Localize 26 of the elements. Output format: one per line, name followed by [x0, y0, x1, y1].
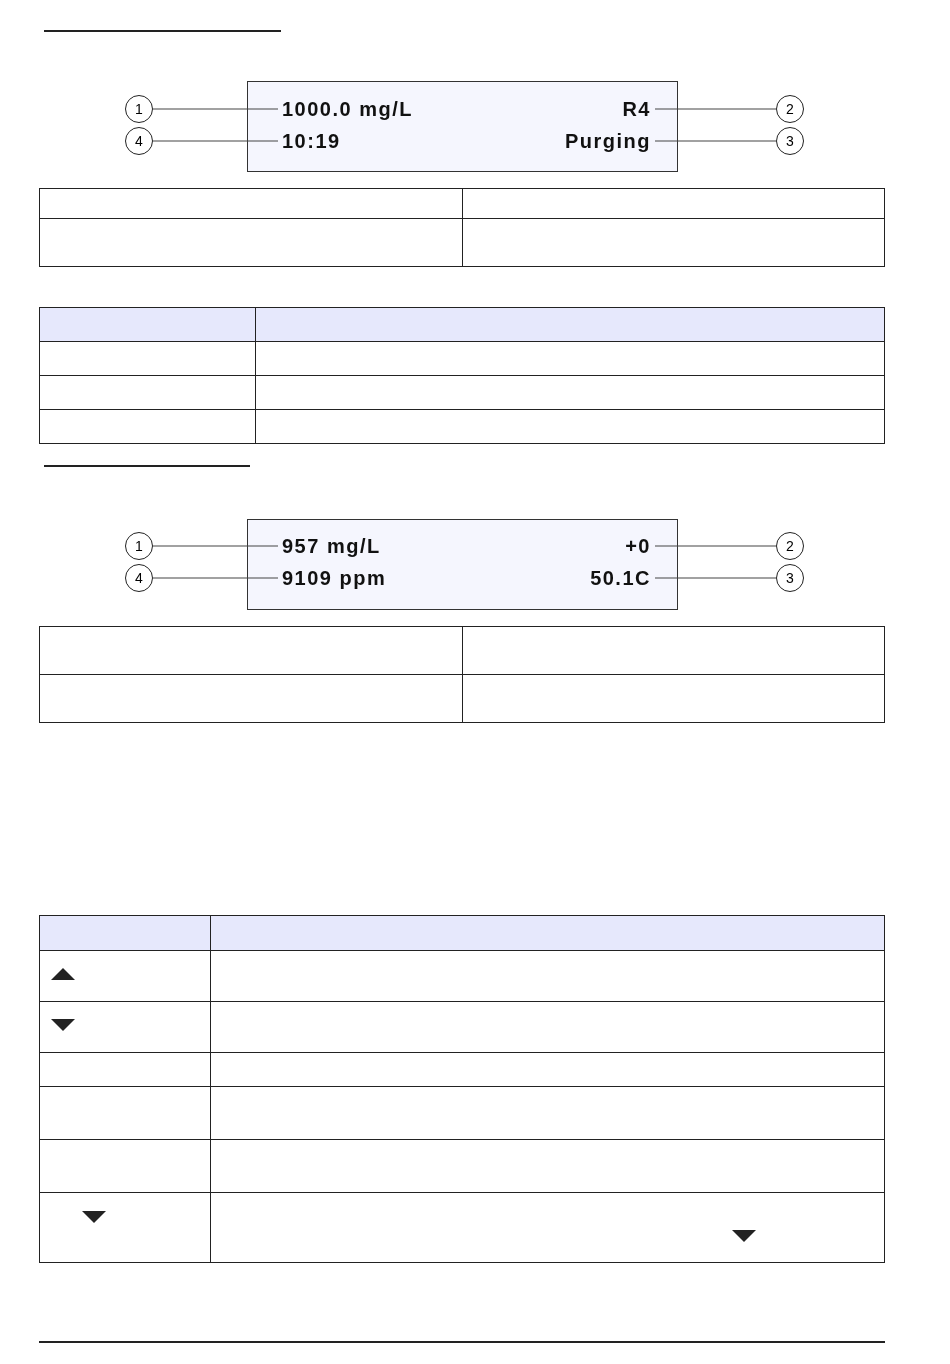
- leader-line: [152, 577, 279, 579]
- display-reading: 1000.0 mg/L: [282, 98, 413, 120]
- callout-number: 2: [776, 532, 804, 560]
- display-reading: +0: [625, 535, 651, 557]
- display-reading: 10:19: [282, 130, 341, 152]
- display-reading: 50.1C: [590, 567, 651, 589]
- callout-number: 3: [776, 127, 804, 155]
- leader-line: [152, 140, 279, 142]
- callout-number: 1: [125, 532, 153, 560]
- leader-line: [654, 577, 777, 579]
- callout-number: 1: [125, 95, 153, 123]
- display-reading: Purging: [564, 130, 651, 152]
- leader-line: [654, 108, 777, 110]
- callout-number: 3: [776, 564, 804, 592]
- leader-line: [152, 108, 279, 110]
- leader-line: [654, 545, 777, 547]
- display-screen: [247, 81, 678, 172]
- display-reading: 957 mg/L: [282, 535, 381, 557]
- display-reading: R4: [622, 98, 651, 120]
- display-reading: 9109 ppm: [282, 567, 387, 589]
- display-screen: [247, 519, 678, 610]
- callout-number: 4: [125, 127, 153, 155]
- callout-number: 4: [125, 564, 153, 592]
- leader-line: [152, 545, 279, 547]
- callout-number: 2: [776, 95, 804, 123]
- leader-line: [654, 140, 777, 142]
